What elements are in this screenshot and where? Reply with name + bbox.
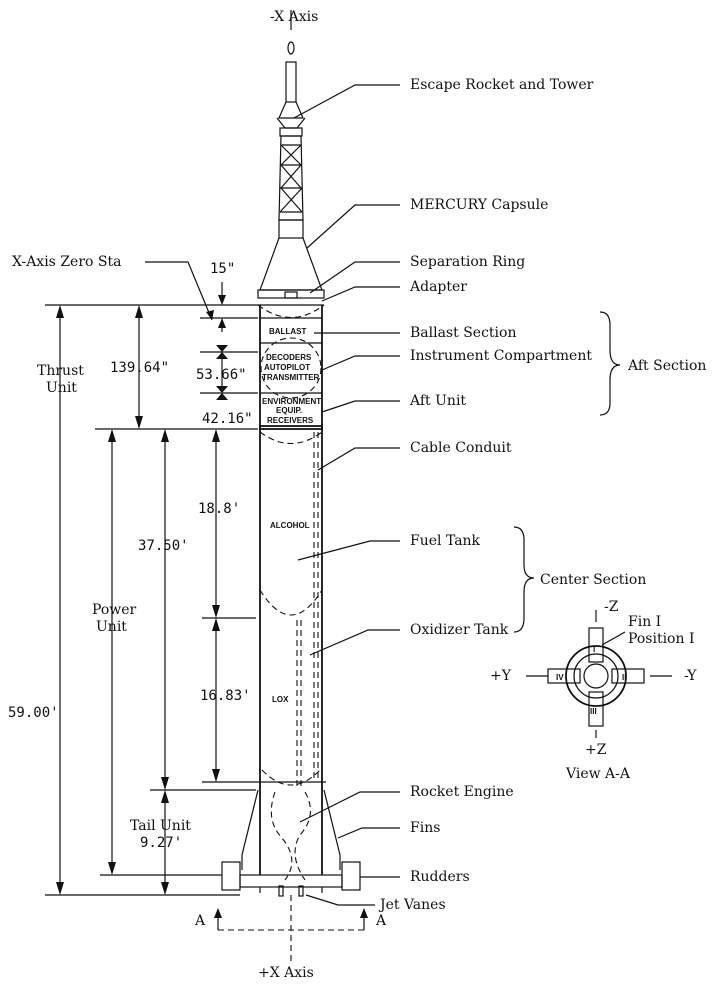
dim-139-64in: 139.64" [110, 360, 169, 376]
leader-lines [293, 84, 400, 906]
fin-2-mark: II [622, 673, 626, 682]
callout-adapter: Adapter [409, 279, 467, 295]
fin-position-label-2: Position I [628, 631, 694, 647]
aft-section-brace [599, 311, 621, 416]
callout-capsule: MERCURY Capsule [410, 197, 548, 213]
minus-x-axis-label: -X Axis [270, 9, 318, 25]
environment-text: ENVIRONMENT [262, 397, 321, 406]
power-unit-label-2: Unit [96, 619, 127, 635]
callout-instrument-compartment: Instrument Compartment [410, 348, 592, 364]
fin-4-mark: IV [556, 673, 564, 682]
zero-station-label: X-Axis Zero Sta [12, 254, 121, 270]
dim-18-8ft: 18.8' [198, 501, 240, 517]
callout-oxidizer-tank: Oxidizer Tank [410, 622, 509, 638]
ballast-text: BALLAST [269, 327, 306, 336]
tail-section [221, 789, 361, 897]
section-cut-line [214, 908, 368, 931]
dimension-lines [45, 261, 258, 896]
minus-z-label: -Z [604, 599, 619, 615]
center-section-label: Center Section [540, 572, 646, 588]
center-section-brace [513, 526, 535, 633]
callout-rudders: Rudders [410, 869, 470, 885]
plus-z-label: +Z [585, 742, 607, 758]
view-aa-title: View A-A [565, 766, 631, 782]
fin-position-label-1: Fin I [628, 614, 661, 630]
callout-fins: Fins [410, 820, 440, 836]
callout-cable-conduit: Cable Conduit [410, 440, 512, 456]
dim-53-66in: 53.66" [196, 367, 247, 383]
plus-x-axis-label: +X Axis [258, 965, 314, 981]
section-mark-left: A [194, 913, 206, 929]
minus-y-label: -Y [684, 668, 697, 684]
receivers-text: RECEIVERS [267, 416, 314, 425]
lox-text: LOX [272, 695, 289, 704]
decoders-text: DECODERS [266, 353, 312, 362]
booster-body [256, 305, 326, 875]
power-unit-label-1: Power [92, 602, 137, 618]
callout-escape-tower: Escape Rocket and Tower [410, 77, 594, 93]
view-aa-diagram [526, 610, 672, 738]
dim-16-83ft: 16.83' [200, 688, 251, 704]
tail-unit-label-1: Tail Unit [130, 818, 191, 834]
mercury-capsule [257, 219, 325, 318]
autopilot-text: AUTOPILOT [264, 363, 310, 372]
callout-jet-vanes: Jet Vanes [378, 897, 446, 913]
fin-3-mark: III [590, 707, 597, 716]
tail-unit-label-2: 9.27' [140, 835, 182, 851]
dim-37-50ft: 37.50' [138, 538, 189, 554]
fin-1-mark: I [593, 645, 595, 654]
transmitter-text: TRANSMITTER [262, 373, 320, 382]
section-mark-right: A [375, 913, 387, 929]
escape-tower [276, 41, 306, 221]
alcohol-text: ALCOHOL [270, 521, 310, 530]
aft-section-label: Aft Section [627, 358, 706, 374]
callout-rocket-engine: Rocket Engine [410, 784, 514, 800]
callout-fuel-tank: Fuel Tank [410, 533, 481, 549]
callout-aft-unit: Aft Unit [409, 393, 466, 409]
equip-text: EQUIP. [276, 406, 302, 415]
dim-42-16in: 42.16" [202, 411, 253, 427]
callout-separation-ring: Separation Ring [410, 254, 525, 270]
dim-59-00ft: 59.00' [8, 705, 59, 721]
dim-15in: 15" [210, 261, 235, 277]
plus-y-label: +Y [490, 668, 512, 684]
thrust-unit-label-2: Unit [46, 380, 77, 396]
callout-ballast-section: Ballast Section [410, 325, 516, 341]
thrust-unit-label-1: Thrust [37, 363, 84, 379]
